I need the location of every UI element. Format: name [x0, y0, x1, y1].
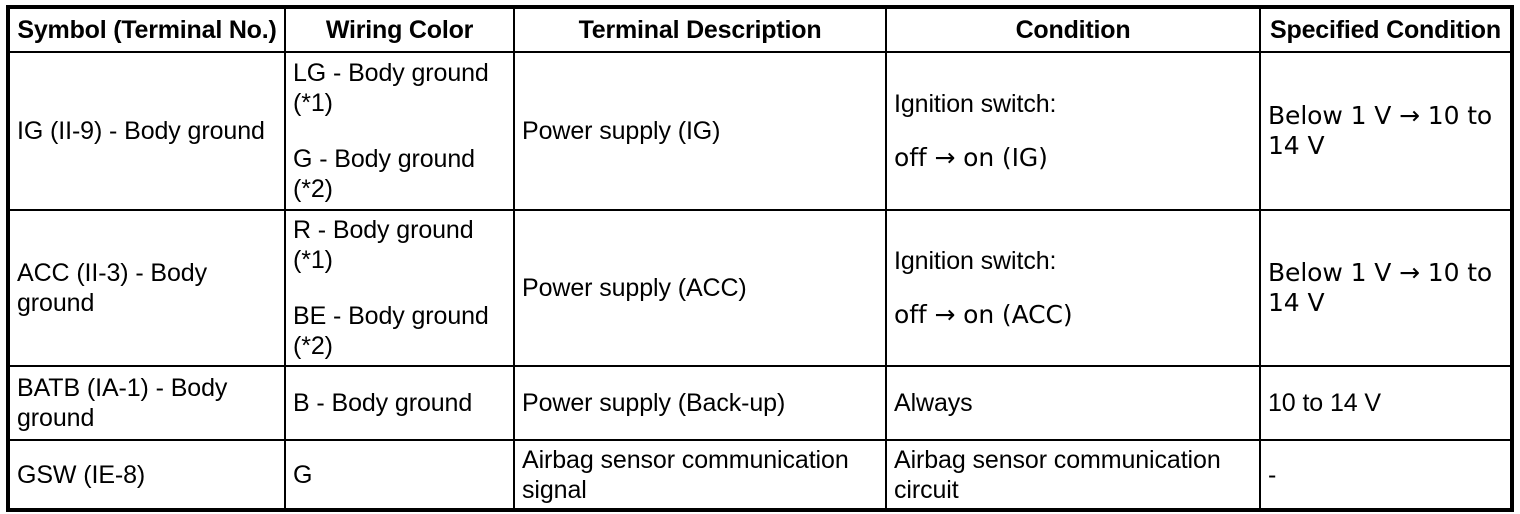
column-header-specified-condition: Specified Condition [1259, 6, 1513, 53]
column-header-condition: Condition [885, 6, 1261, 53]
table-row: IG (II-9) - Body ground LG - Body ground… [7, 51, 1513, 211]
table-row: GSW (IE-8) G Airbag sensor communication… [7, 439, 1513, 511]
wiring-color-secondary: BE - Body ground (*2) [293, 302, 489, 360]
condition-line-1: Ignition switch: [894, 90, 1057, 118]
cell-terminal-description: Power supply (ACC) [513, 209, 887, 367]
wiring-color-primary: R - Body ground (*1) [293, 216, 474, 274]
cell-specified-condition: 10 to 14 V [1259, 365, 1513, 441]
terminal-inspection-table: Symbol (Terminal No.) Wiring Color Termi… [6, 5, 1514, 512]
cell-wiring-color: R - Body ground (*1) BE - Body ground (*… [284, 209, 515, 367]
condition-line-1: Ignition switch: [894, 247, 1057, 275]
cell-terminal-description: Power supply (IG) [513, 51, 887, 211]
cell-terminal-description: Power supply (Back-up) [513, 365, 887, 441]
cell-condition: Always [885, 365, 1261, 441]
cell-condition: Airbag sensor communication circuit [885, 439, 1261, 511]
cell-wiring-color: G [284, 439, 515, 511]
column-header-terminal-description: Terminal Description [513, 6, 887, 53]
condition-line-2: off → on (ACC) [894, 300, 1073, 329]
header-row: Symbol (Terminal No.) Wiring Color Termi… [7, 6, 1513, 53]
table-row: ACC (II-3) - Body ground R - Body ground… [7, 209, 1513, 367]
cell-specified-condition: Below 1 V → 10 to 14 V [1259, 209, 1513, 367]
cell-specified-condition: - [1259, 439, 1513, 511]
table-body: IG (II-9) - Body ground LG - Body ground… [7, 51, 1513, 511]
cell-terminal-description: Airbag sensor communication signal [513, 439, 887, 511]
cell-specified-condition: Below 1 V → 10 to 14 V [1259, 51, 1513, 211]
terminal-inspection-table-container: Symbol (Terminal No.) Wiring Color Termi… [6, 5, 1514, 512]
cell-symbol: GSW (IE-8) [7, 439, 286, 511]
column-header-symbol: Symbol (Terminal No.) [7, 6, 286, 53]
wiring-color-primary: LG - Body ground (*1) [293, 59, 489, 117]
table-header: Symbol (Terminal No.) Wiring Color Termi… [7, 6, 1513, 53]
cell-wiring-color: B - Body ground [284, 365, 515, 441]
cell-condition: Ignition switch: off → on (ACC) [885, 209, 1261, 367]
cell-condition: Ignition switch: off → on (IG) [885, 51, 1261, 211]
cell-symbol: BATB (IA-1) - Body ground [7, 365, 286, 441]
condition-line-2: off → on (IG) [894, 143, 1048, 172]
cell-wiring-color: LG - Body ground (*1) G - Body ground (*… [284, 51, 515, 211]
table-row: BATB (IA-1) - Body ground B - Body groun… [7, 365, 1513, 441]
column-header-wiring-color: Wiring Color [284, 6, 515, 53]
cell-symbol: IG (II-9) - Body ground [7, 51, 286, 211]
cell-symbol: ACC (II-3) - Body ground [7, 209, 286, 367]
wiring-color-secondary: G - Body ground (*2) [293, 145, 475, 203]
